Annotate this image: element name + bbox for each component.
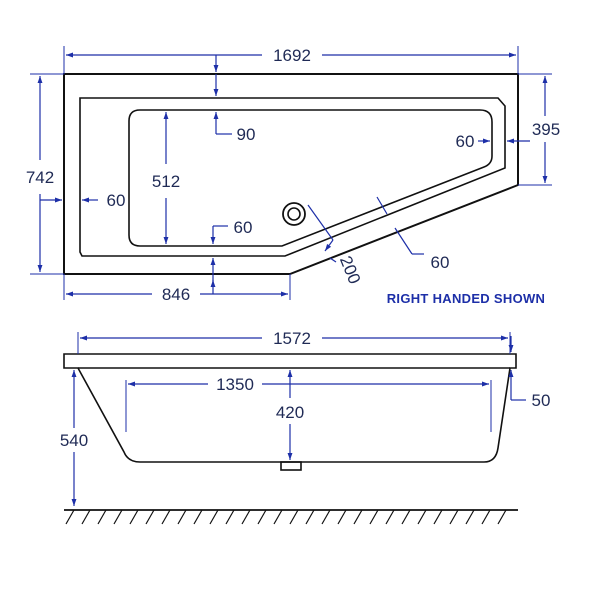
dim-side-height: 540 [60,370,88,506]
dim-label-inner-length: 512 [152,172,180,191]
dim-label-rim-left: 60 [107,191,126,210]
dim-straight-length: 846 [63,274,291,304]
floor-line [64,509,518,525]
floor-hatch-mark [401,509,411,525]
floor-hatch-mark [193,509,203,525]
side-view: 1572 1350 420 540 50 [60,329,551,525]
bath-basin-outline [128,109,493,247]
floor-hatch-mark [113,509,123,525]
dim-side-depth: 420 [276,370,304,460]
floor-hatch-mark [161,509,171,525]
dim-rim-right: 60 [456,132,530,151]
dim-overall-width: 742 [26,73,64,275]
dim-end-width: 395 [518,73,560,186]
dim-label-straight-length: 846 [162,285,190,304]
floor-hatch-mark [433,509,443,525]
floor-hatch-mark [97,509,107,525]
floor-hatch-mark [65,509,75,525]
dim-side-length: 1572 [77,329,511,354]
dim-label-side-height: 540 [60,431,88,450]
dim-label-side-rim-depth: 50 [532,391,551,410]
dim-overall-length: 1692 [63,46,519,74]
dim-rim-top: 90 [213,74,256,144]
waste-outlet-icon [282,202,306,226]
floor-hatch-mark [369,509,379,525]
floor-hatch-mark [257,509,267,525]
floor-hatch-mark [209,509,219,525]
handing-note: RIGHT HANDED SHOWN [387,291,546,306]
dim-side-rim-depth: 50 [508,336,551,410]
bath-rim-outline [79,97,506,257]
floor-hatch-mark [177,509,187,525]
floor-hatch-mark [289,509,299,525]
dim-label-side-length: 1572 [273,329,311,348]
dim-inner-length: 512 [152,112,180,244]
dim-rim-bottom: 60 [210,218,253,286]
dim-label-overall-width: 742 [26,168,54,187]
floor-hatch-mark [321,509,331,525]
floor-hatch-mark [465,509,475,525]
dim-label-corner-offset: 200 [336,253,364,286]
dim-label-rim-bottom: 60 [234,218,253,237]
floor-hatch-mark [225,509,235,525]
dim-label-end-width: 395 [532,120,560,139]
dim-rim-diagonal: 60 [376,196,450,272]
bath-side-profile [63,353,517,463]
dim-side-inner-length: 1350 [125,375,492,432]
floor-hatch-mark [481,509,491,525]
floor-hatch-mark [497,509,507,525]
floor-hatch-mark [273,509,283,525]
floor-hatch-mark [337,509,347,525]
dim-label-rim-right: 60 [456,132,475,151]
floor-hatch-mark [129,509,139,525]
dim-label-rim-top: 90 [237,125,256,144]
dim-label-rim-diagonal: 60 [431,253,450,272]
floor-hatch-mark [305,509,315,525]
floor-hatch-mark [145,509,155,525]
plan-view: 1692 742 60 90 512 [26,46,560,304]
floor-hatch-mark [417,509,427,525]
floor-hatch-mark [353,509,363,525]
floor-hatch-mark [449,509,459,525]
dim-label-overall-length: 1692 [273,46,311,65]
floor-hatch-mark [241,509,251,525]
floor-hatch-mark [81,509,91,525]
bath-outer-outline [63,73,519,275]
floor-hatch-mark [385,509,395,525]
dim-rim-left: 60 [40,191,125,210]
dim-label-side-depth: 420 [276,403,304,422]
waste-spigot-icon [280,461,302,471]
dim-label-side-inner-length: 1350 [216,375,254,394]
